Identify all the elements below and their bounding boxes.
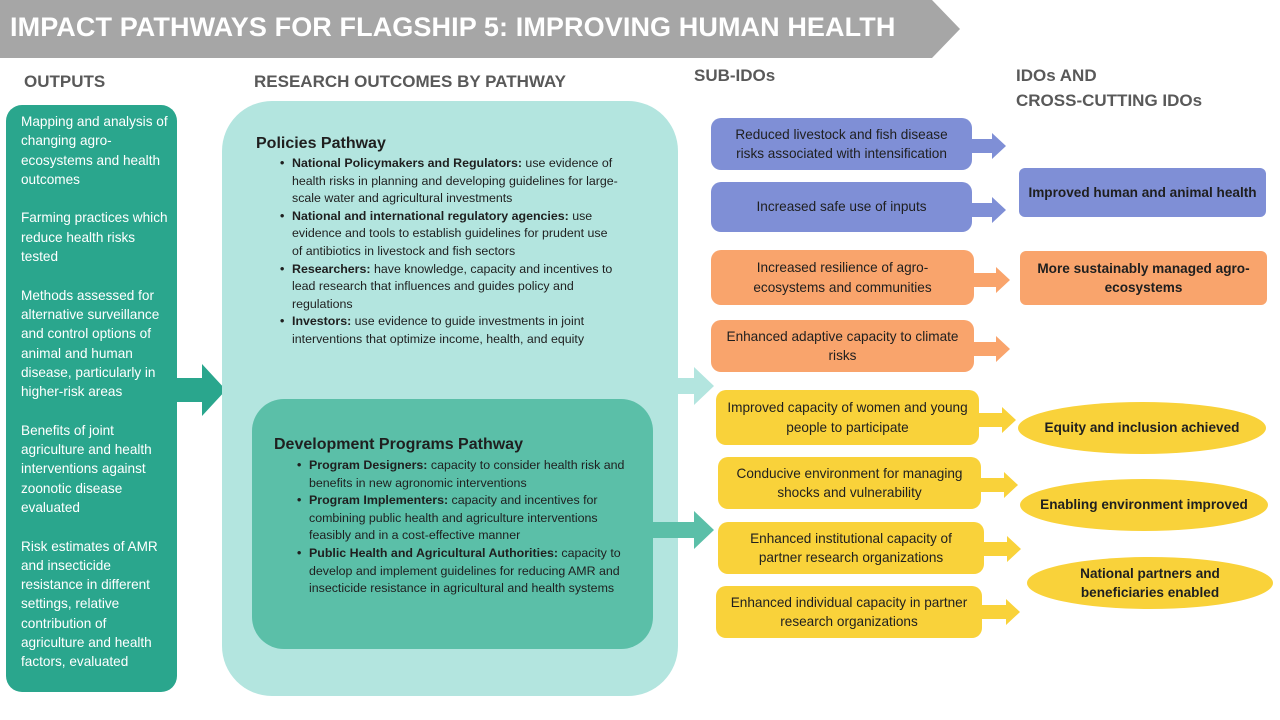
outputs-list: Mapping and analysis of changing agro-ec… bbox=[21, 112, 173, 691]
development-item-label: Program Designers: bbox=[309, 458, 428, 472]
ido-equity-inclusion: Equity and inclusion achieved bbox=[1018, 402, 1266, 454]
ido-enabling-environment: Enabling environment improved bbox=[1020, 479, 1268, 531]
policies-item-label: National and international regulatory ag… bbox=[292, 208, 569, 223]
banner-arrow-shape bbox=[0, 0, 960, 58]
policies-item-label: Investors: bbox=[292, 314, 352, 329]
development-arrow bbox=[652, 511, 714, 549]
output-item: Mapping and analysis of changing agro-ec… bbox=[21, 114, 168, 187]
development-item: Program Designers: capacity to consider … bbox=[297, 457, 637, 492]
output-item: Risk estimates of AMR and insecticide re… bbox=[21, 538, 158, 670]
page-title: IMPACT PATHWAYS FOR FLAGSHIP 5: IMPROVIN… bbox=[10, 12, 896, 42]
output-item: Farming practices which reduce health ri… bbox=[21, 210, 168, 265]
development-pathway-title: Development Programs Pathway bbox=[274, 436, 523, 453]
idos-header-line2: CROSS-CUTTING IDOs bbox=[1016, 91, 1203, 110]
arrow-women-youth bbox=[978, 407, 1016, 433]
sub-ido-conducive-environment: Conducive environment for managing shock… bbox=[718, 457, 981, 509]
policies-pathway-title: Policies Pathway bbox=[256, 135, 386, 152]
ido-ecosystems: More sustainably managed agro-ecosystems bbox=[1020, 251, 1267, 305]
development-item-text: capacity and incentives for combining pu… bbox=[309, 493, 598, 543]
policies-item-label: Researchers: bbox=[292, 261, 371, 276]
arrow-individual-capacity bbox=[982, 599, 1020, 625]
development-item: Program Implementers: capacity and incen… bbox=[297, 492, 637, 545]
policies-pathway-list: National Policymakers and Regulators: us… bbox=[280, 155, 620, 349]
sub-ido-institutional-capacity: Enhanced institutional capacity of partn… bbox=[718, 522, 984, 574]
policies-item-text: use evidence and tools to establish guid… bbox=[292, 208, 608, 258]
outputs-panel bbox=[6, 105, 177, 692]
policies-item-text: use evidence of health risks in planning… bbox=[292, 156, 618, 206]
outputs-header: OUTPUTS bbox=[24, 72, 106, 91]
sub-ido-resilience: Increased resilience of agro-ecosystems … bbox=[711, 250, 974, 305]
policies-item-label: National Policymakers and Regulators: bbox=[292, 156, 522, 170]
arrow-resilience bbox=[972, 267, 1010, 293]
policies-item-text: use evidence to guide investments in joi… bbox=[292, 314, 585, 346]
output-item: Benefits of joint agriculture and health… bbox=[21, 422, 152, 515]
policies-item: Investors: use evidence to guide investm… bbox=[280, 313, 620, 348]
policies-item: Researchers: have knowledge, capacity an… bbox=[280, 261, 620, 314]
development-pathway-list: Program Designers: capacity to consider … bbox=[297, 457, 637, 598]
research-outcomes-header: RESEARCH OUTCOMES BY PATHWAY bbox=[254, 72, 567, 91]
sub-ido-safe-inputs: Increased safe use of inputs bbox=[711, 182, 972, 232]
arrow-conducive-environment bbox=[980, 472, 1018, 498]
development-item-text: capacity to consider health risk and ben… bbox=[309, 458, 625, 490]
sub-ido-disease-risks: Reduced livestock and fish disease risks… bbox=[711, 118, 972, 170]
outputs-arrow bbox=[176, 364, 226, 416]
policies-arrow bbox=[676, 367, 714, 405]
development-item: Public Health and Agricultural Authoriti… bbox=[297, 545, 637, 598]
arrow-adaptive-capacity bbox=[972, 336, 1010, 362]
title-banner: IMPACT PATHWAYS FOR FLAGSHIP 5: IMPROVIN… bbox=[0, 0, 962, 58]
policies-item: National and international regulatory ag… bbox=[280, 208, 620, 261]
sub-ido-women-youth: Improved capacity of women and young peo… bbox=[716, 390, 979, 445]
development-item-label: Public Health and Agricultural Authoriti… bbox=[309, 545, 558, 560]
arrow-institutional-capacity bbox=[983, 536, 1021, 562]
sub-ido-individual-capacity: Enhanced individual capacity in partner … bbox=[716, 586, 982, 638]
development-item-text: capacity to develop and implement guidel… bbox=[309, 545, 621, 596]
arrow-disease-risks bbox=[970, 133, 1006, 159]
sub-ido-adaptive-capacity: Enhanced adaptive capacity to climate ri… bbox=[711, 320, 974, 372]
arrow-safe-inputs bbox=[970, 197, 1006, 223]
ido-national-partners: National partners and beneficiaries enab… bbox=[1027, 557, 1273, 609]
ido-health: Improved human and animal health bbox=[1019, 168, 1266, 217]
policies-item: National Policymakers and Regulators: us… bbox=[280, 155, 620, 208]
policies-item-text: have knowledge, capacity and incentives … bbox=[292, 261, 613, 311]
sub-idos-header: SUB-IDOs bbox=[694, 66, 776, 85]
idos-header-line1: IDOs AND bbox=[1016, 66, 1097, 85]
output-item: Methods assessed for alternative surveil… bbox=[21, 287, 160, 400]
development-item-label: Program Implementers: bbox=[309, 493, 449, 508]
